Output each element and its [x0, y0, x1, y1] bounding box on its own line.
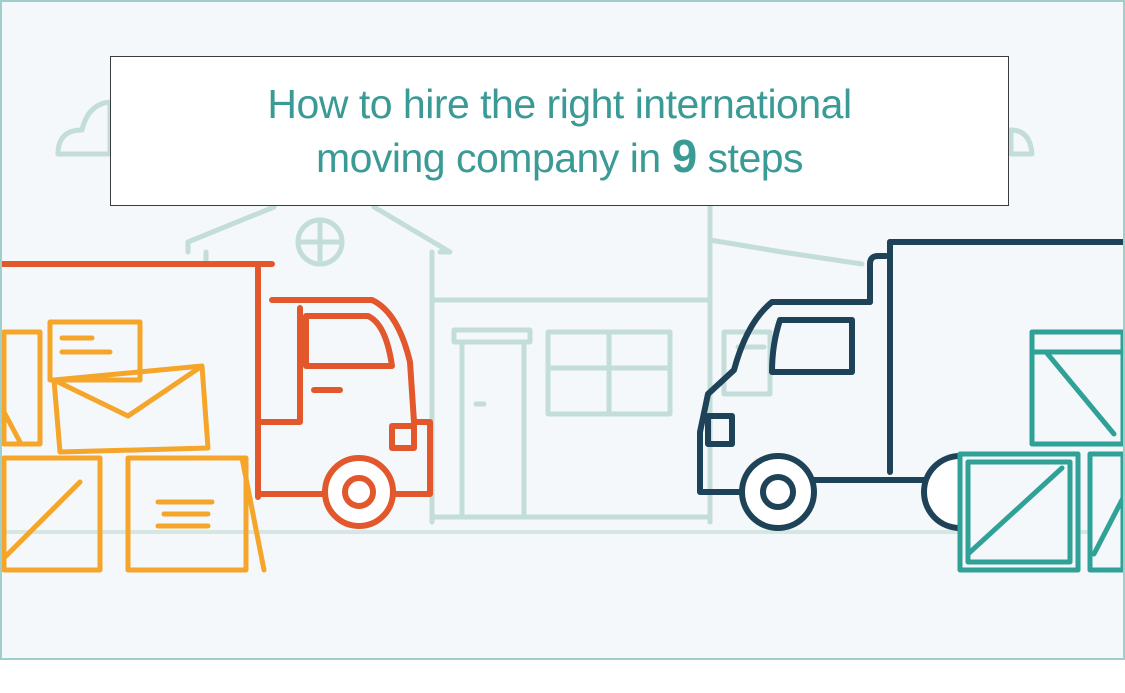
cloud-icon	[55, 99, 113, 157]
wooden-crate-icon	[957, 451, 1123, 573]
step-count: 9	[671, 130, 698, 182]
wooden-crate-icon	[1029, 329, 1123, 447]
title-line-2-start: moving company in	[315, 135, 672, 181]
cardboard-box-icon	[51, 363, 211, 455]
title-line-2: moving company in 9 steps	[315, 130, 804, 184]
title-line-2-end: steps	[696, 135, 804, 181]
cloud-icon	[1008, 127, 1035, 157]
title-banner: How to hire the right international movi…	[110, 56, 1009, 206]
wooden-crate-icon	[2, 455, 103, 573]
wooden-crate-icon	[125, 455, 267, 573]
cardboard-box-icon	[2, 319, 143, 447]
title-line-1: How to hire the right international	[267, 81, 852, 127]
delivery-truck-icon	[2, 261, 433, 529]
